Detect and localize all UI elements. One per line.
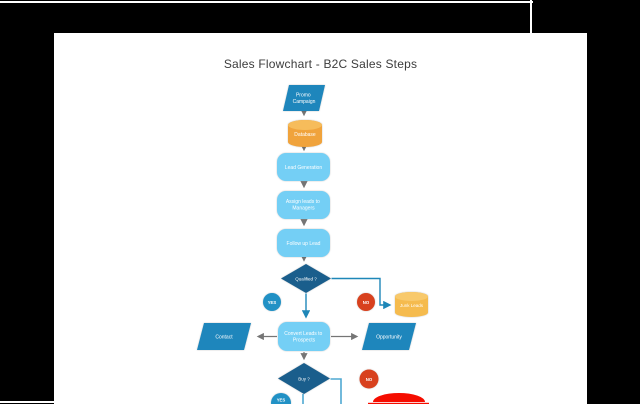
end-red-ellipse-node[interactable]: [368, 393, 429, 404]
assign-leads-node[interactable]: Assign leads to Managers: [277, 191, 330, 219]
database-top-ellipse: [288, 120, 322, 130]
qualified-shape[interactable]: [281, 264, 331, 293]
opportunity-shape[interactable]: [362, 323, 416, 350]
convert-leads-node[interactable]: Convert Leads to Prospects: [278, 322, 330, 351]
opportunity-label: Opportunity: [376, 335, 402, 341]
qualified-no-circle[interactable]: [357, 293, 375, 311]
junk-leads-label: Junk Leads: [400, 303, 424, 308]
window-frame-vertical-line: [530, 0, 532, 33]
junk-leads-node[interactable]: Junk Leads: [395, 292, 428, 317]
buy-no-badge[interactable]: NO: [359, 369, 379, 389]
end-red-strip: [368, 402, 429, 404]
edge-buy-no-down: [330, 378, 342, 404]
buy-no-circle[interactable]: [359, 369, 379, 389]
qualified-yes-circle[interactable]: [263, 293, 281, 311]
follow-up-lead-shape[interactable]: [277, 229, 330, 257]
assign-leads-shape[interactable]: [277, 191, 330, 219]
follow-up-lead-label: Follow up Lead: [287, 241, 321, 247]
promo-campaign-label: Promo Campaign: [293, 93, 316, 106]
qualified-no-badge[interactable]: NO: [357, 293, 375, 311]
window-frame-bottom-left-line: [0, 400, 54, 403]
buy-shape[interactable]: [278, 363, 330, 394]
convert-leads-label: Convert Leads to Prospects: [284, 331, 323, 344]
follow-up-lead-node[interactable]: Follow up Lead: [277, 229, 330, 257]
database-label: Database: [294, 132, 316, 138]
qualified-no-label: NO: [363, 300, 370, 305]
qualified-label: Qualified ?: [295, 277, 317, 282]
qualified-yes-badge[interactable]: YES: [263, 293, 281, 311]
lead-generation-node[interactable]: Lead Generation: [277, 153, 330, 181]
qualified-decision-node[interactable]: Qualified ?: [281, 264, 331, 293]
opportunity-node[interactable]: Opportunity: [362, 323, 416, 350]
diagram-title: Sales Flowchart - B2C Sales Steps: [223, 57, 418, 71]
buy-yes-label: YES: [277, 398, 286, 403]
lead-generation-shape[interactable]: [277, 153, 330, 181]
promo-campaign-node[interactable]: Promo Campaign: [283, 85, 325, 111]
junk-leads-top-ellipse: [395, 292, 428, 301]
buy-decision-node[interactable]: Buy ?: [278, 363, 330, 394]
buy-yes-badge[interactable]: YES: [271, 393, 291, 404]
assign-leads-label: Assign leads to Managers: [286, 199, 321, 212]
lead-generation-label: Lead Generation: [285, 165, 322, 171]
window-frame-top-line: [0, 1, 533, 3]
contact-node[interactable]: Contact: [197, 323, 251, 350]
end-red-dome-shape[interactable]: [373, 393, 425, 402]
buy-yes-circle[interactable]: [271, 393, 291, 404]
convert-leads-shape[interactable]: [278, 322, 330, 351]
qualified-yes-label: YES: [268, 300, 277, 305]
buy-label: Buy ?: [298, 377, 310, 382]
database-node[interactable]: Database: [288, 120, 322, 147]
edge-qualified-no-to-junkleads: [331, 277, 392, 310]
buy-no-label: NO: [366, 377, 373, 382]
promo-campaign-shape[interactable]: [283, 85, 325, 111]
contact-shape[interactable]: [197, 323, 251, 350]
contact-label: Contact: [215, 335, 233, 341]
